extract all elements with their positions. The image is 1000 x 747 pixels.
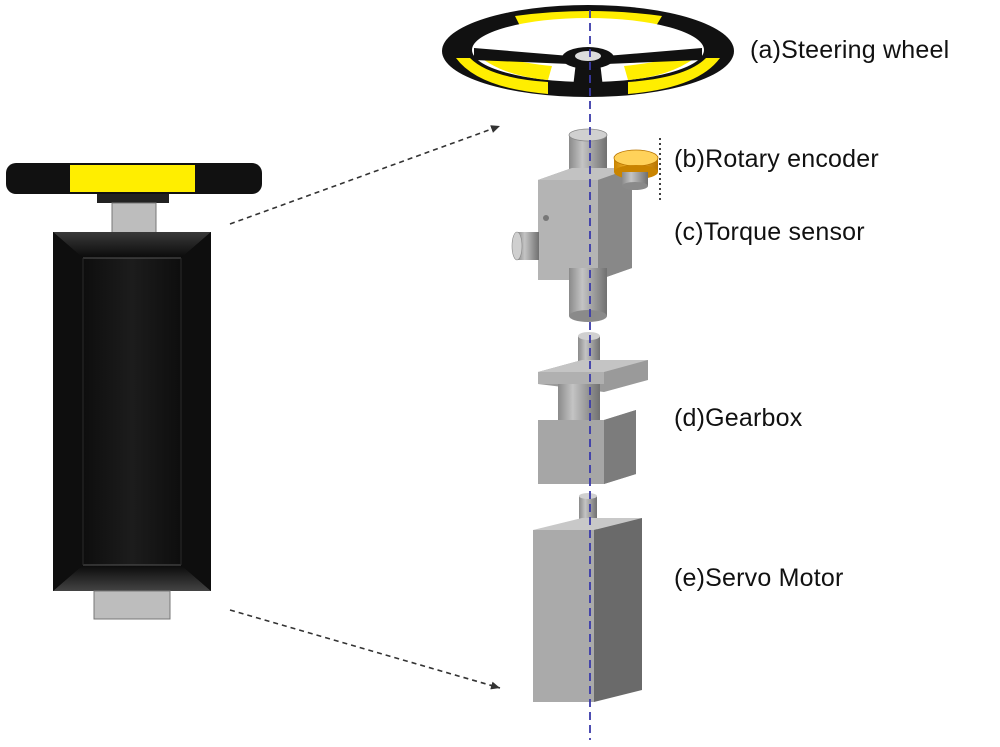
steering-unit-side-view (6, 163, 262, 620)
label-rotary-encoder: (b)Rotary encoder (674, 145, 879, 173)
servo-motor (533, 493, 642, 702)
side-wheel-hub (97, 194, 169, 203)
torque-sensor (511, 128, 632, 322)
label-servo-motor: (e)Servo Motor (674, 564, 844, 592)
rotary-encoder (613, 138, 661, 200)
side-wheel-accent (70, 165, 195, 192)
side-upper-shaft (111, 202, 157, 234)
gearbox (538, 332, 648, 484)
label-gearbox: (d)Gearbox (674, 404, 803, 432)
label-torque-sensor: (c)Torque sensor (674, 218, 865, 246)
callout-arrow-bottom (229, 609, 501, 690)
side-housing (53, 232, 211, 591)
side-lower-shaft (93, 590, 171, 620)
steering-wheel (442, 5, 734, 97)
callout-arrow-top (229, 125, 501, 225)
label-steering-wheel: (a)Steering wheel (750, 36, 950, 64)
